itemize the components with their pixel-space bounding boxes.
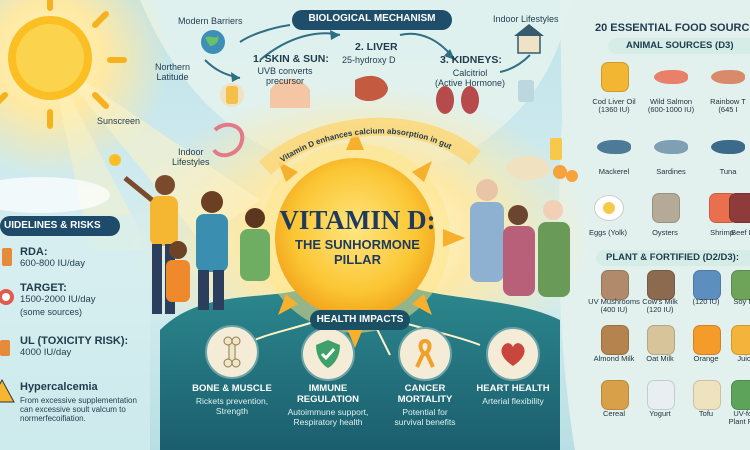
trout-icon (711, 70, 745, 84)
plant-food-label: Tofu (698, 409, 714, 418)
northern-latitude-label: Northern Latitude (155, 62, 191, 83)
plant-sources-header: PLANT & FORTIFIED (D2/D3): (606, 252, 739, 263)
capsules-icon (601, 62, 629, 92)
target-label: TARGET: (20, 282, 67, 294)
bone-icon (223, 336, 241, 368)
milk-carton-icon (693, 270, 721, 300)
plant-food-label: UV-for Plant Pro (728, 409, 750, 427)
juice-icon (731, 325, 750, 355)
shield-icon (316, 340, 340, 368)
health-banner: HEALTH IMPACTS (316, 314, 404, 325)
almond-icon (601, 325, 629, 355)
indoor-lifestyles-left-label: Indoor Lifestyles (172, 147, 210, 168)
animal-sources-header: ANIMAL SOURCES (D3) (626, 40, 734, 51)
vitamin-d-subtitle: THE SUNHORMONE PILLAR (295, 237, 420, 267)
animal-food-label: Eggs (Yolk) (588, 228, 628, 237)
animal-food-label: Rainbow T (645 I (710, 97, 746, 115)
cow-icon (647, 270, 675, 300)
step2-sub: 25-hydroxy D (342, 55, 396, 65)
plant-food-label: (120 IU) (692, 297, 720, 306)
health-title-heart: HEART HEALTH (476, 383, 550, 394)
egg-icon (594, 195, 624, 221)
animal-food-label: Sardines (656, 167, 686, 176)
animal-food-label: Tuna (719, 167, 737, 176)
rda-value: 600-800 IU/day (20, 258, 85, 269)
health-title-cancer: CANCER MORTALITY (397, 383, 453, 405)
plant-food-label: Orange (693, 354, 719, 363)
tofu-icon (693, 380, 721, 410)
heart-icon (501, 343, 525, 366)
animal-food-label: Beef L (731, 228, 750, 237)
soy-icon (731, 270, 750, 300)
oyster-icon (652, 193, 680, 223)
cereal-icon (601, 380, 629, 410)
health-sub-bone: Rickets prevention, Strength (195, 396, 269, 416)
mechanism-banner: BIOLOGICAL MECHANISM (308, 13, 436, 24)
hypercalcemia-text: From excessive supplementation can exces… (20, 396, 137, 424)
food-sources-title: 20 ESSENTIAL FOOD SOURC (595, 22, 750, 34)
animal-food-label: Cod Liver Oil (1360 IU) (592, 97, 636, 115)
health-sub-immune: Autoimmune support, Respiratory health (287, 407, 369, 427)
plant-food-label: Oat Milk (646, 354, 674, 363)
indoor-lifestyles-top-label: Indoor Lifestyles (493, 14, 559, 24)
ul-value: 4000 IU/day (20, 347, 72, 358)
plant-icon (731, 380, 750, 410)
svg-text:Vitamin D enhances calcium abs: Vitamin D enhances calcium absorption in… (278, 127, 453, 165)
plant-food-label: Juic (737, 354, 750, 363)
health-title-bone: BONE & MUSCLE (192, 383, 272, 394)
hypercalcemia-title: Hypercalcemia (20, 381, 98, 393)
vitamin-d-title: VITAMIN D: (279, 205, 436, 235)
central-sun (245, 128, 465, 348)
yogurt-icon (647, 380, 675, 410)
animal-food-label: Wild Salmon (600-1000 IU) (647, 97, 695, 115)
plant-food-label: Soy M (733, 297, 750, 306)
guidelines-banner: UIDELINES & RISKS (4, 220, 101, 231)
plant-food-label: Cereal (602, 409, 626, 418)
animal-food-label: Mackerel (598, 167, 630, 176)
oat-milk-icon (647, 325, 675, 355)
sardine-icon (654, 140, 688, 154)
modern-barriers-label: Modern Barriers (178, 16, 243, 26)
plant-food-label: Yogurt (649, 409, 671, 418)
health-sub-cancer: Potential for survival benefits (394, 407, 456, 427)
rda-label: RDA: (20, 246, 48, 258)
step2-title: 2. LIVER (355, 41, 398, 53)
step1-title: 1. SKIN & SUN: (253, 53, 329, 65)
animal-food-label: Oysters (652, 228, 678, 237)
plant-food-label: Almond Milk (593, 354, 635, 363)
sunscreen-label: Sunscreen (97, 116, 141, 126)
animal-food-label: Shrimp (710, 228, 734, 237)
step3-title: 3. KIDNEYS: (440, 54, 502, 66)
mushroom-icon (601, 270, 629, 300)
mackerel-icon (597, 140, 631, 154)
tuna-icon (711, 140, 745, 154)
target-note: (some sources) (20, 307, 83, 317)
plant-food-label: Cow's Milk (120 IU) (642, 297, 678, 315)
beef-liver-icon (729, 193, 750, 223)
plant-food-label: UV Mushrooms (400 IU) (588, 297, 640, 315)
step3-sub: Calcitriol (Active Hormone) (434, 68, 506, 89)
health-title-immune: IMMUNE REGULATION (296, 383, 360, 405)
salmon-icon (654, 70, 688, 84)
target-value: 1500-2000 IU/day (20, 294, 96, 305)
orange-juice-icon (693, 325, 721, 355)
ribbon-icon (415, 338, 435, 368)
ul-label: UL (TOXICITY RISK): (20, 335, 129, 347)
step1-sub: UVB converts precursor (257, 66, 313, 87)
health-sub-heart: Arterial flexibility (482, 396, 544, 406)
